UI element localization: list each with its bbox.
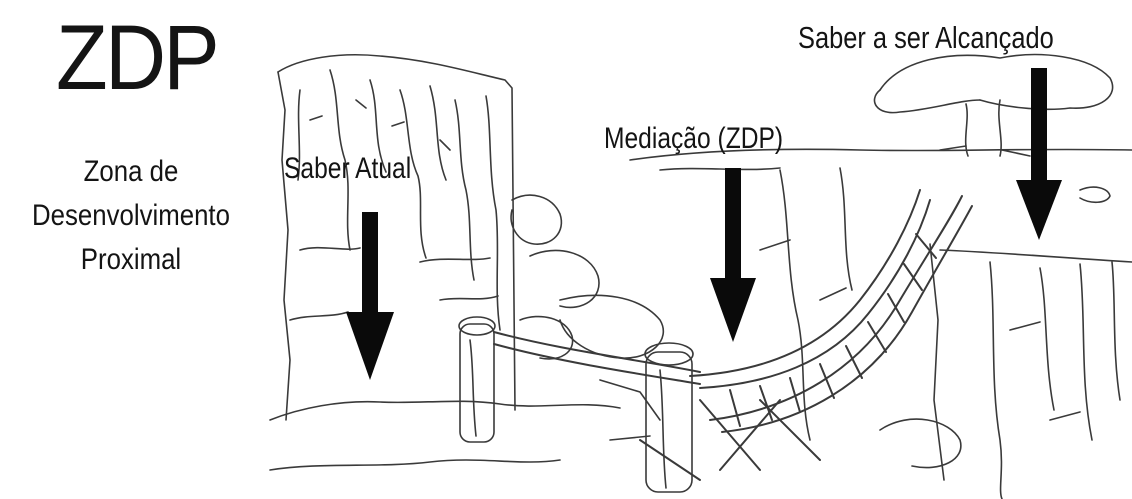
far-tree — [873, 53, 1114, 157]
arrow-mediacao — [710, 168, 756, 342]
page-title: ZDP — [56, 7, 220, 109]
left-cliff — [277, 53, 516, 421]
subtitle: Zona de Desenvolvimento Proximal — [18, 150, 243, 282]
arrow-saber-alcancado — [1016, 68, 1062, 240]
saber-alcancado-label: Saber a ser Alcançado — [798, 20, 1054, 55]
rope-bridge — [493, 189, 973, 481]
left-ground — [269, 194, 665, 471]
arrow-saber-atual — [346, 212, 394, 380]
mediacao-label: Mediação (ZDP) — [604, 122, 784, 155]
subtitle-line: Zona de — [83, 155, 179, 188]
arrows — [346, 68, 1062, 380]
subtitle-line: Desenvolvimento — [32, 199, 230, 232]
right-cliff — [629, 148, 1132, 499]
bridge-posts — [458, 316, 694, 493]
subtitle-line: Proximal — [80, 243, 182, 276]
saber-atual-label: Saber Atual — [284, 152, 412, 185]
